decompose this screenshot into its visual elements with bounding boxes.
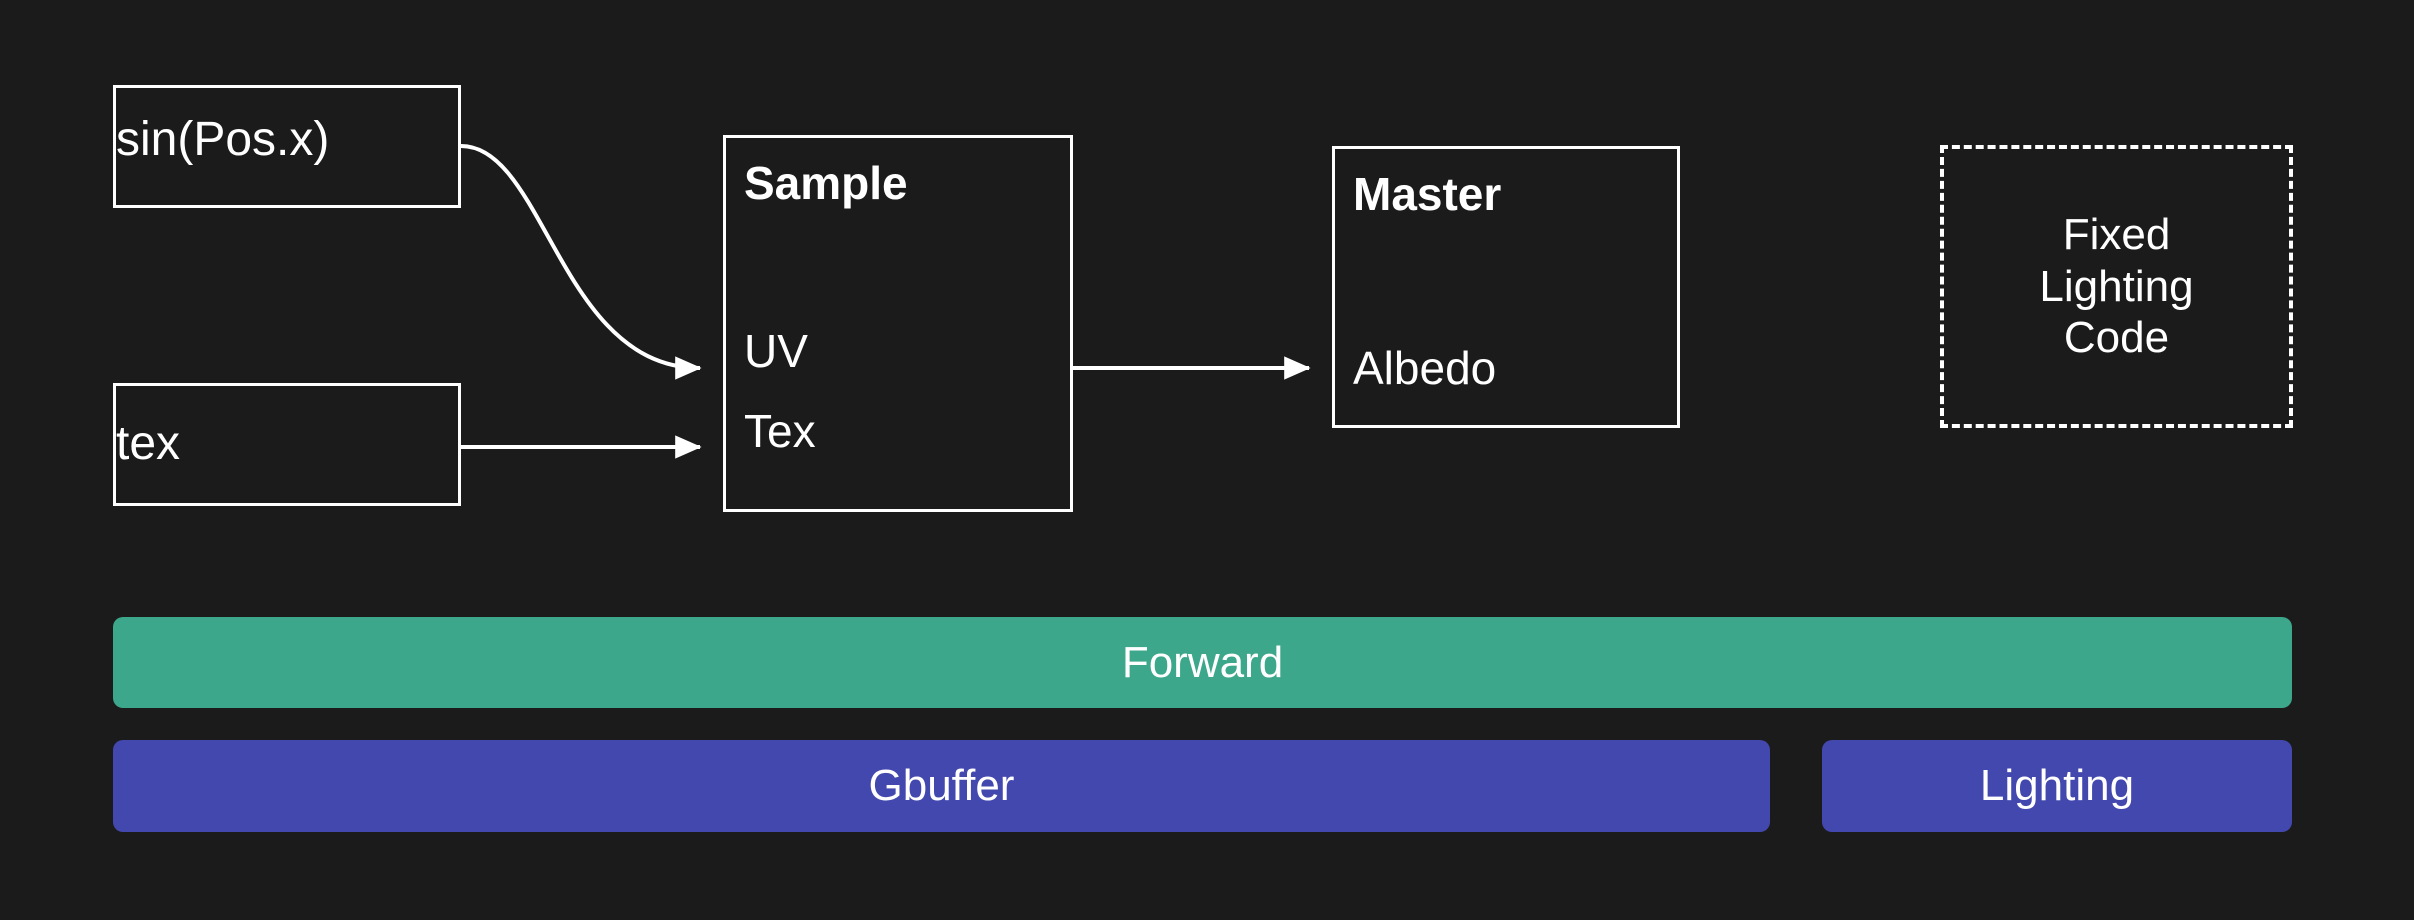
node-sample-title: Sample [744, 157, 908, 209]
node-fixed-lighting-code[interactable]: Fixed Lighting Code [1940, 145, 2293, 428]
node-master-port-albedo[interactable]: Albedo [1353, 342, 1497, 394]
pipeline-bar-gbuffer-label: Gbuffer [868, 761, 1015, 810]
node-fixed-line-1: Fixed [2062, 209, 2171, 259]
pipeline-bar-lighting-label: Lighting [1979, 761, 2135, 810]
pipeline-bar-gbuffer[interactable]: Gbuffer [113, 740, 1770, 832]
pipeline-bar-forward[interactable]: Forward [113, 617, 2292, 708]
node-fixed-line-3: Code [2063, 313, 2170, 363]
pipeline-bar-lighting[interactable]: Lighting [1822, 740, 2292, 832]
node-master-title: Master [1353, 168, 1502, 220]
node-tex[interactable]: tex [113, 383, 461, 506]
node-sample[interactable]: Sample UV Tex [723, 135, 1073, 512]
node-fixed-line-2: Lighting [2039, 261, 2194, 311]
node-sin-pos-x[interactable]: sin(Pos.x) [113, 85, 461, 208]
pipeline-bar-forward-label: Forward [1121, 637, 1284, 687]
node-sin-label: sin(Pos.x) [116, 113, 330, 166]
edge-sin-to-uv [460, 144, 702, 380]
node-tex-label: tex [116, 417, 181, 470]
node-sample-port-tex[interactable]: Tex [744, 405, 816, 457]
node-master[interactable]: Master Albedo [1332, 146, 1680, 428]
node-sample-port-uv[interactable]: UV [744, 325, 808, 377]
